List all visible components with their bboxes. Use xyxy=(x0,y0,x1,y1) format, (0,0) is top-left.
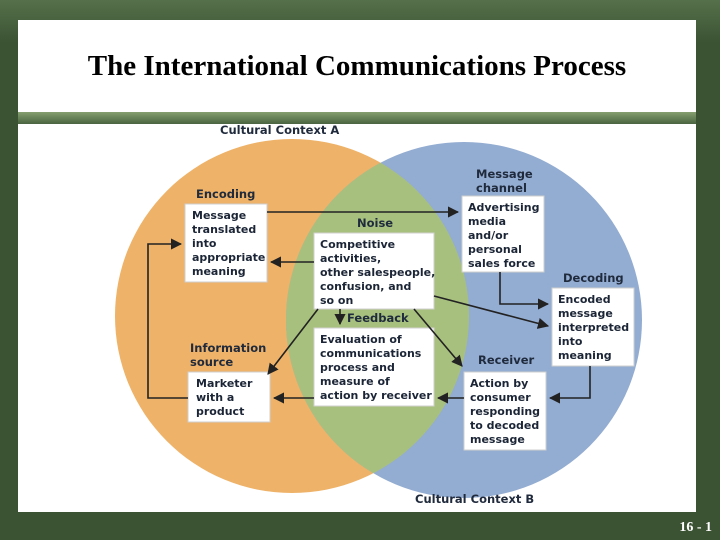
information-source-box: Marketer with a product xyxy=(187,371,271,423)
message-channel-label: Message channel xyxy=(476,167,537,195)
overlap-region xyxy=(286,142,469,493)
context-a-label: Cultural Context A xyxy=(220,123,339,137)
svg-text:Advertising media: Advertising media and/or personal sales … xyxy=(468,201,543,270)
decoding-box: Encoded message interpreted into meaning xyxy=(551,287,635,367)
noise-box: Competitive activities, other salespeopl… xyxy=(313,232,439,310)
feedback-label: Feedback xyxy=(347,311,409,325)
arrow-source-to-encoding xyxy=(147,238,188,399)
title-separator xyxy=(18,112,696,124)
feedback-box: Evaluation of communications process and… xyxy=(313,327,435,407)
context-b-label: Cultural Context B xyxy=(415,492,534,506)
encoding-label: Encoding xyxy=(196,187,255,201)
svg-text:Encoded message in: Encoded message interpreted into meaning xyxy=(558,293,633,362)
page-number: 16 - 1 xyxy=(679,520,712,535)
encoding-box: Message translated into appropriate mean… xyxy=(184,203,269,283)
message-channel-box: Advertising media and/or personal sales … xyxy=(461,195,545,273)
receiver-box: Action by consumer responding to decoded… xyxy=(463,371,547,451)
arrow-noise-to-receiver xyxy=(413,308,463,367)
slide-title: The International Communications Process xyxy=(87,49,627,82)
svg-text:Evaluation of communicat: Evaluation of communications process and… xyxy=(320,333,432,402)
arrow-noise-to-source xyxy=(267,308,319,375)
arrow-channel-to-decoding xyxy=(499,272,550,310)
arrow-decoding-to-receiver xyxy=(548,366,591,404)
svg-text:Message translated: Message translated into appropriate mean… xyxy=(192,209,269,278)
title-panel xyxy=(18,20,696,112)
svg-text:Competitive activities,: Competitive activities, other salespeopl… xyxy=(320,238,439,307)
decoding-label: Decoding xyxy=(563,271,624,285)
svg-text:Action by consumer: Action by consumer responding to decoded… xyxy=(470,377,544,446)
arrow-noise-to-decoding xyxy=(433,295,550,329)
information-source-label: Information source xyxy=(190,341,270,369)
noise-label: Noise xyxy=(357,216,393,230)
svg-text:Marketer with a pr: Marketer with a product xyxy=(196,377,256,418)
receiver-label: Receiver xyxy=(478,353,535,367)
